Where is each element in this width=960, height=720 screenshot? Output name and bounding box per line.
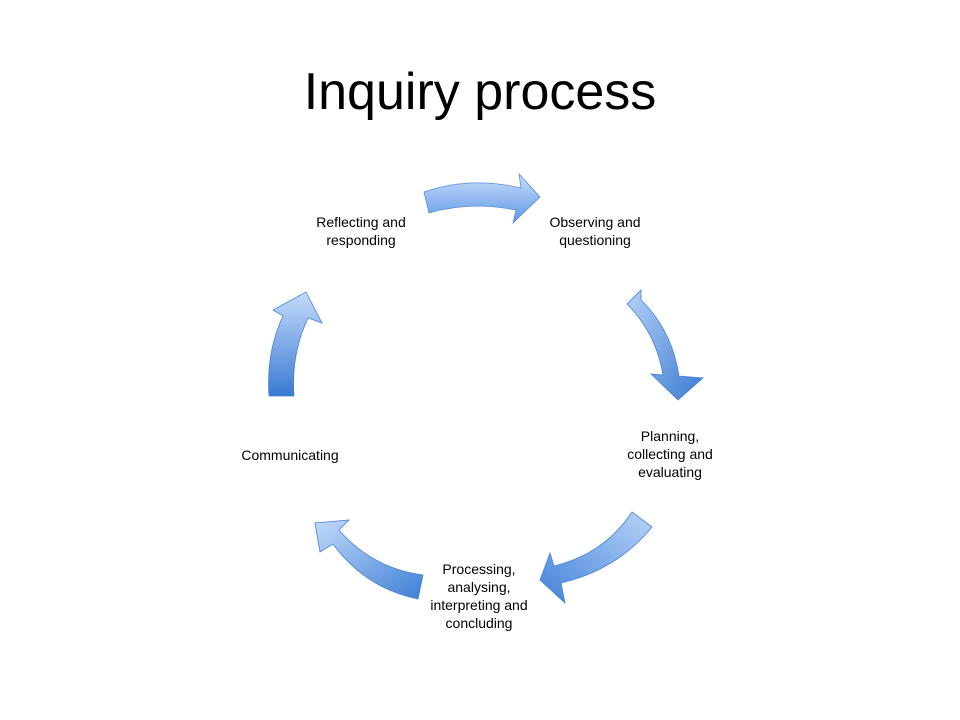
step-label-processing: Processing, analysing, interpreting and … [430,561,528,631]
step-label-planning: Planning, collecting and evaluating [627,428,713,480]
cycle-arrow-reflecting-to-observing [423,172,541,225]
cycle-arrow-observing-to-planning [626,289,704,401]
slide-title: Inquiry process [303,63,657,121]
step-label-communicating: Communicating [241,447,339,463]
cycle-arrow-processing-to-communicating [314,519,424,600]
cycle-arrow-planning-to-processing [539,511,653,605]
step-label-reflecting: Reflecting and responding [316,214,406,248]
step-label-observing: Observing and questioning [549,214,641,248]
cycle-arrow-communicating-to-reflecting [268,291,323,397]
